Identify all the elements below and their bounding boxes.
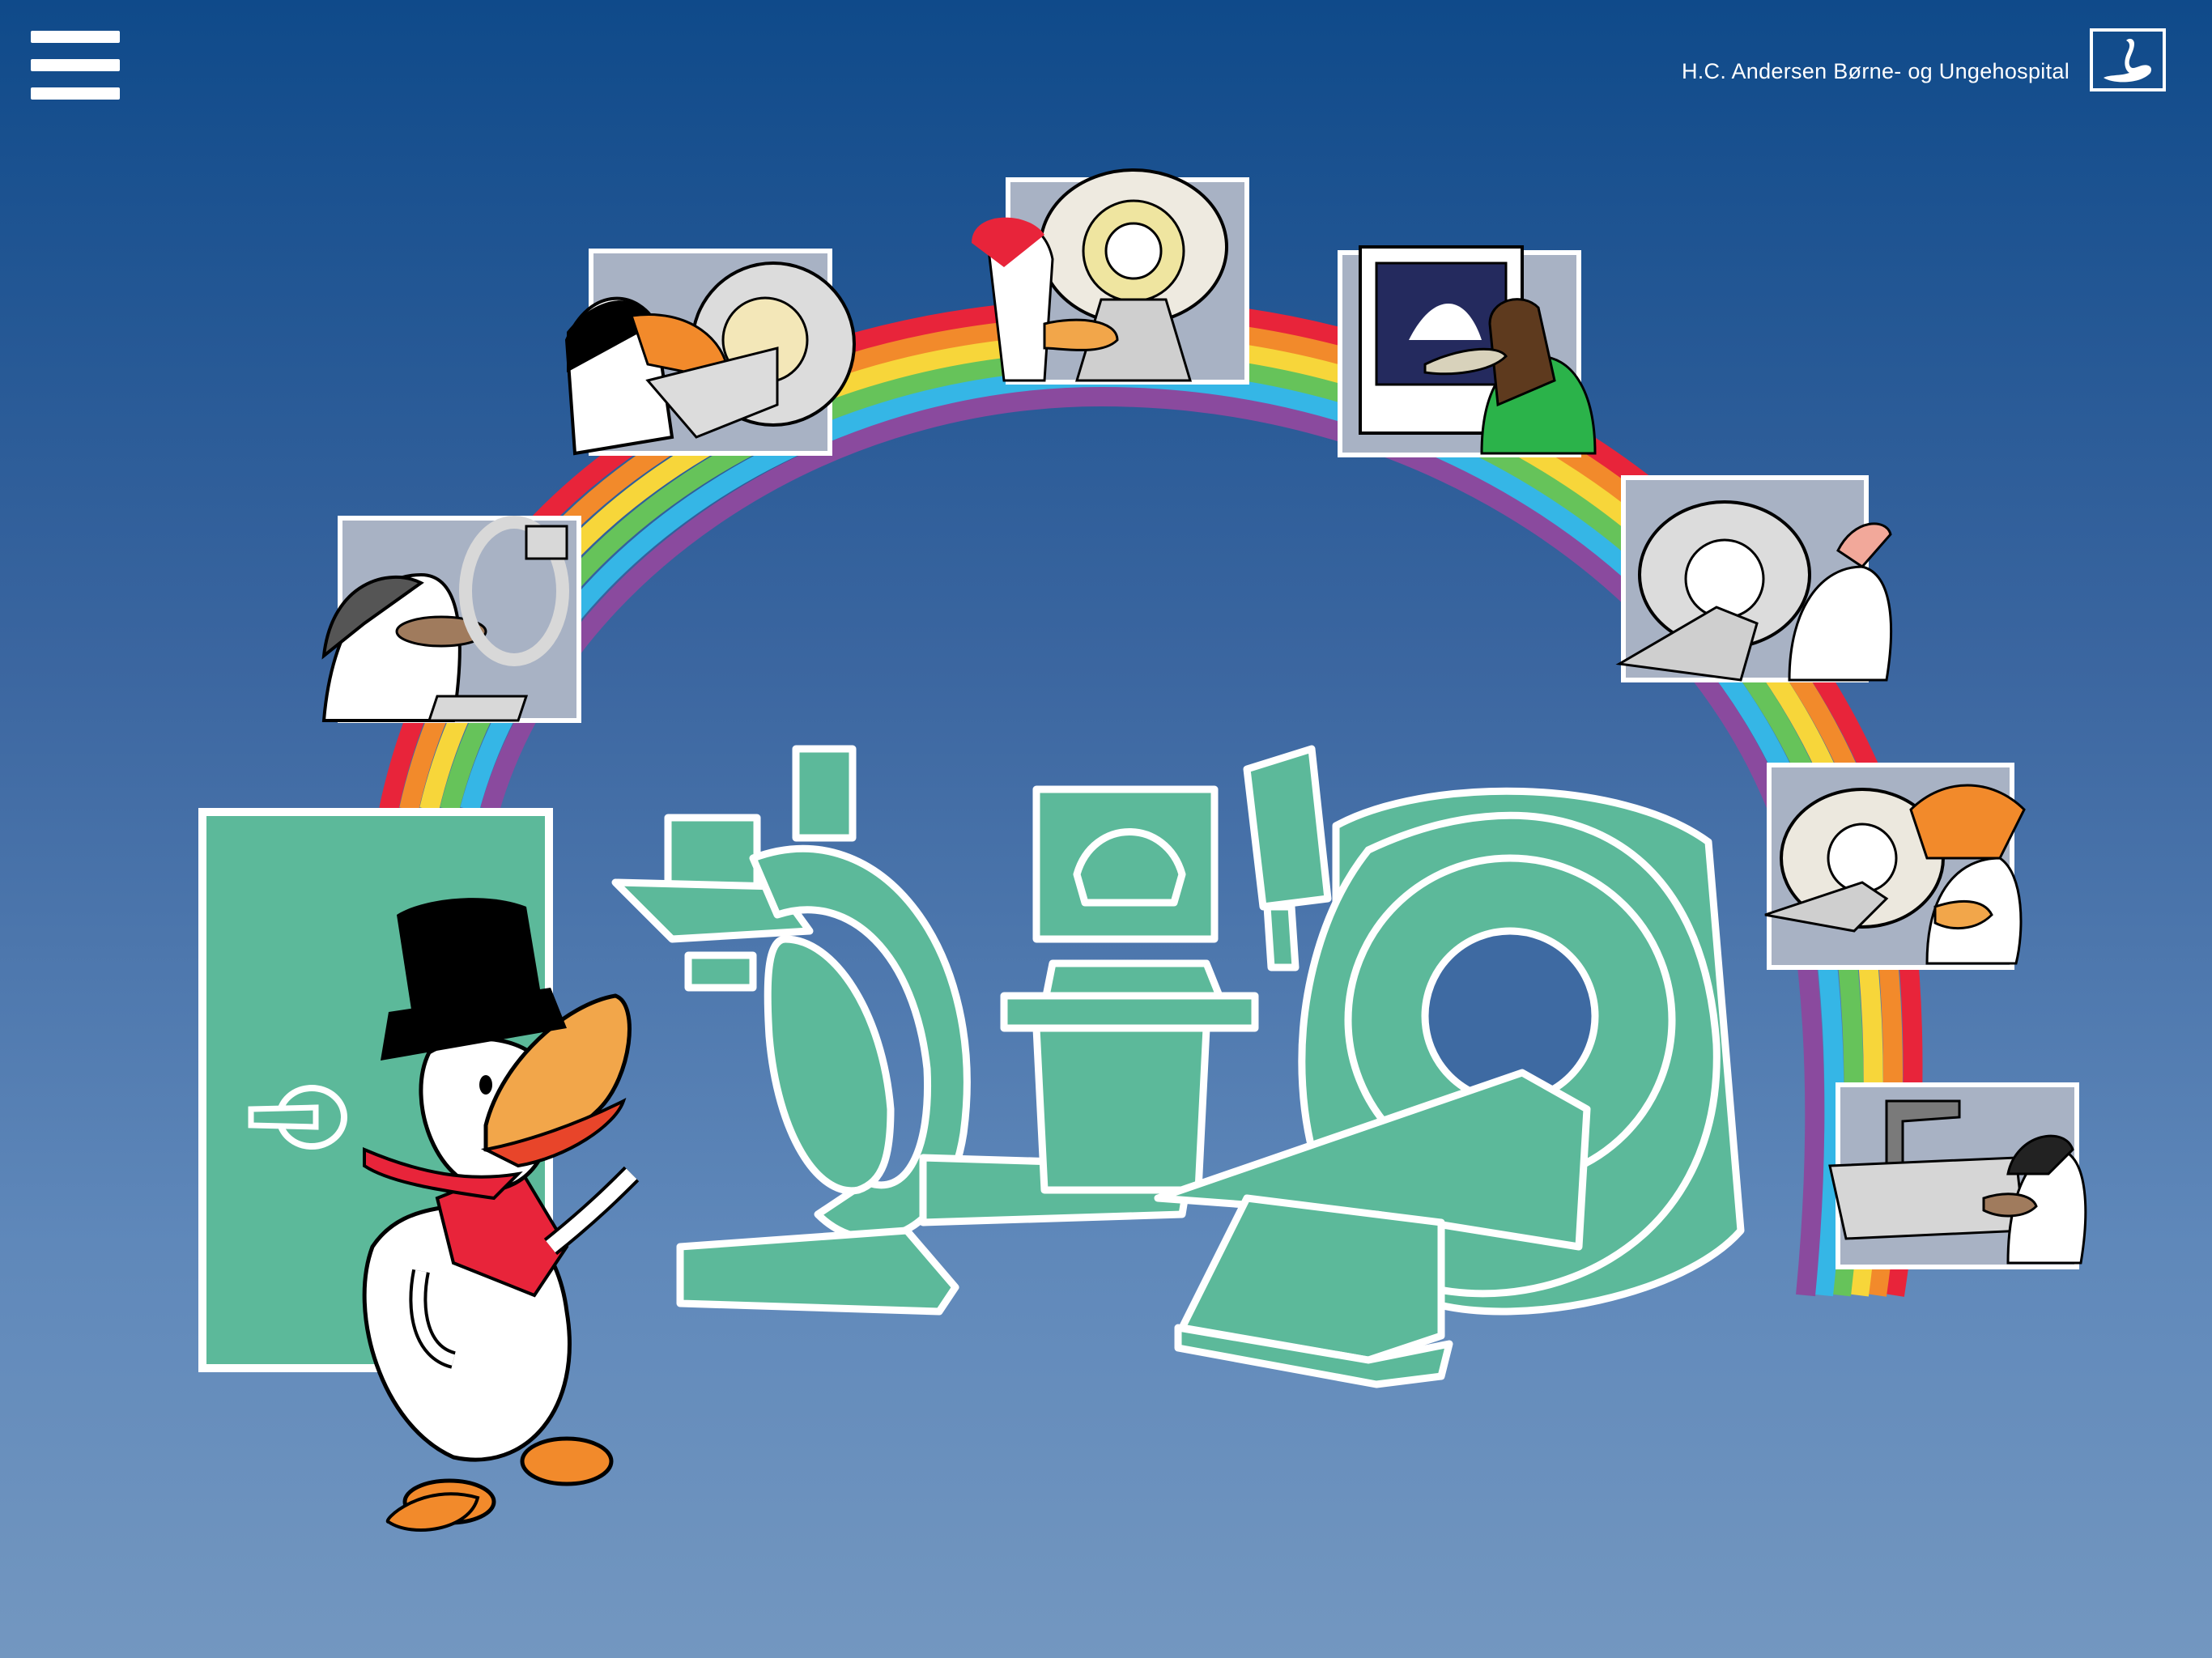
ultrasound-card[interactable] bbox=[1338, 245, 1597, 457]
ct-scanner-card[interactable] bbox=[564, 249, 856, 456]
nuclear-scanner-card[interactable] bbox=[1764, 763, 2026, 970]
menu-button[interactable] bbox=[31, 31, 120, 100]
c-arm-monitor bbox=[792, 745, 857, 842]
swan-logo-icon bbox=[2090, 28, 2166, 91]
menu-bar-bottom bbox=[31, 87, 120, 100]
medical-equipment-illustration bbox=[611, 745, 1745, 1388]
c-arm-xray-card[interactable] bbox=[321, 516, 581, 723]
hamburger-menu-icon bbox=[31, 31, 120, 43]
duck-mascot bbox=[362, 898, 640, 1532]
xray-table-card[interactable] bbox=[1828, 1082, 2087, 1269]
pet-scanner-card[interactable] bbox=[972, 168, 1249, 385]
menu-bar-middle bbox=[31, 59, 120, 71]
mr-scanner-card[interactable] bbox=[1615, 475, 1893, 682]
brand-name: H.C. Andersen Børne- og Ungehospital bbox=[1681, 59, 2069, 83]
brand-header: H.C. Andersen Børne- og Ungehospital bbox=[1682, 28, 2167, 92]
